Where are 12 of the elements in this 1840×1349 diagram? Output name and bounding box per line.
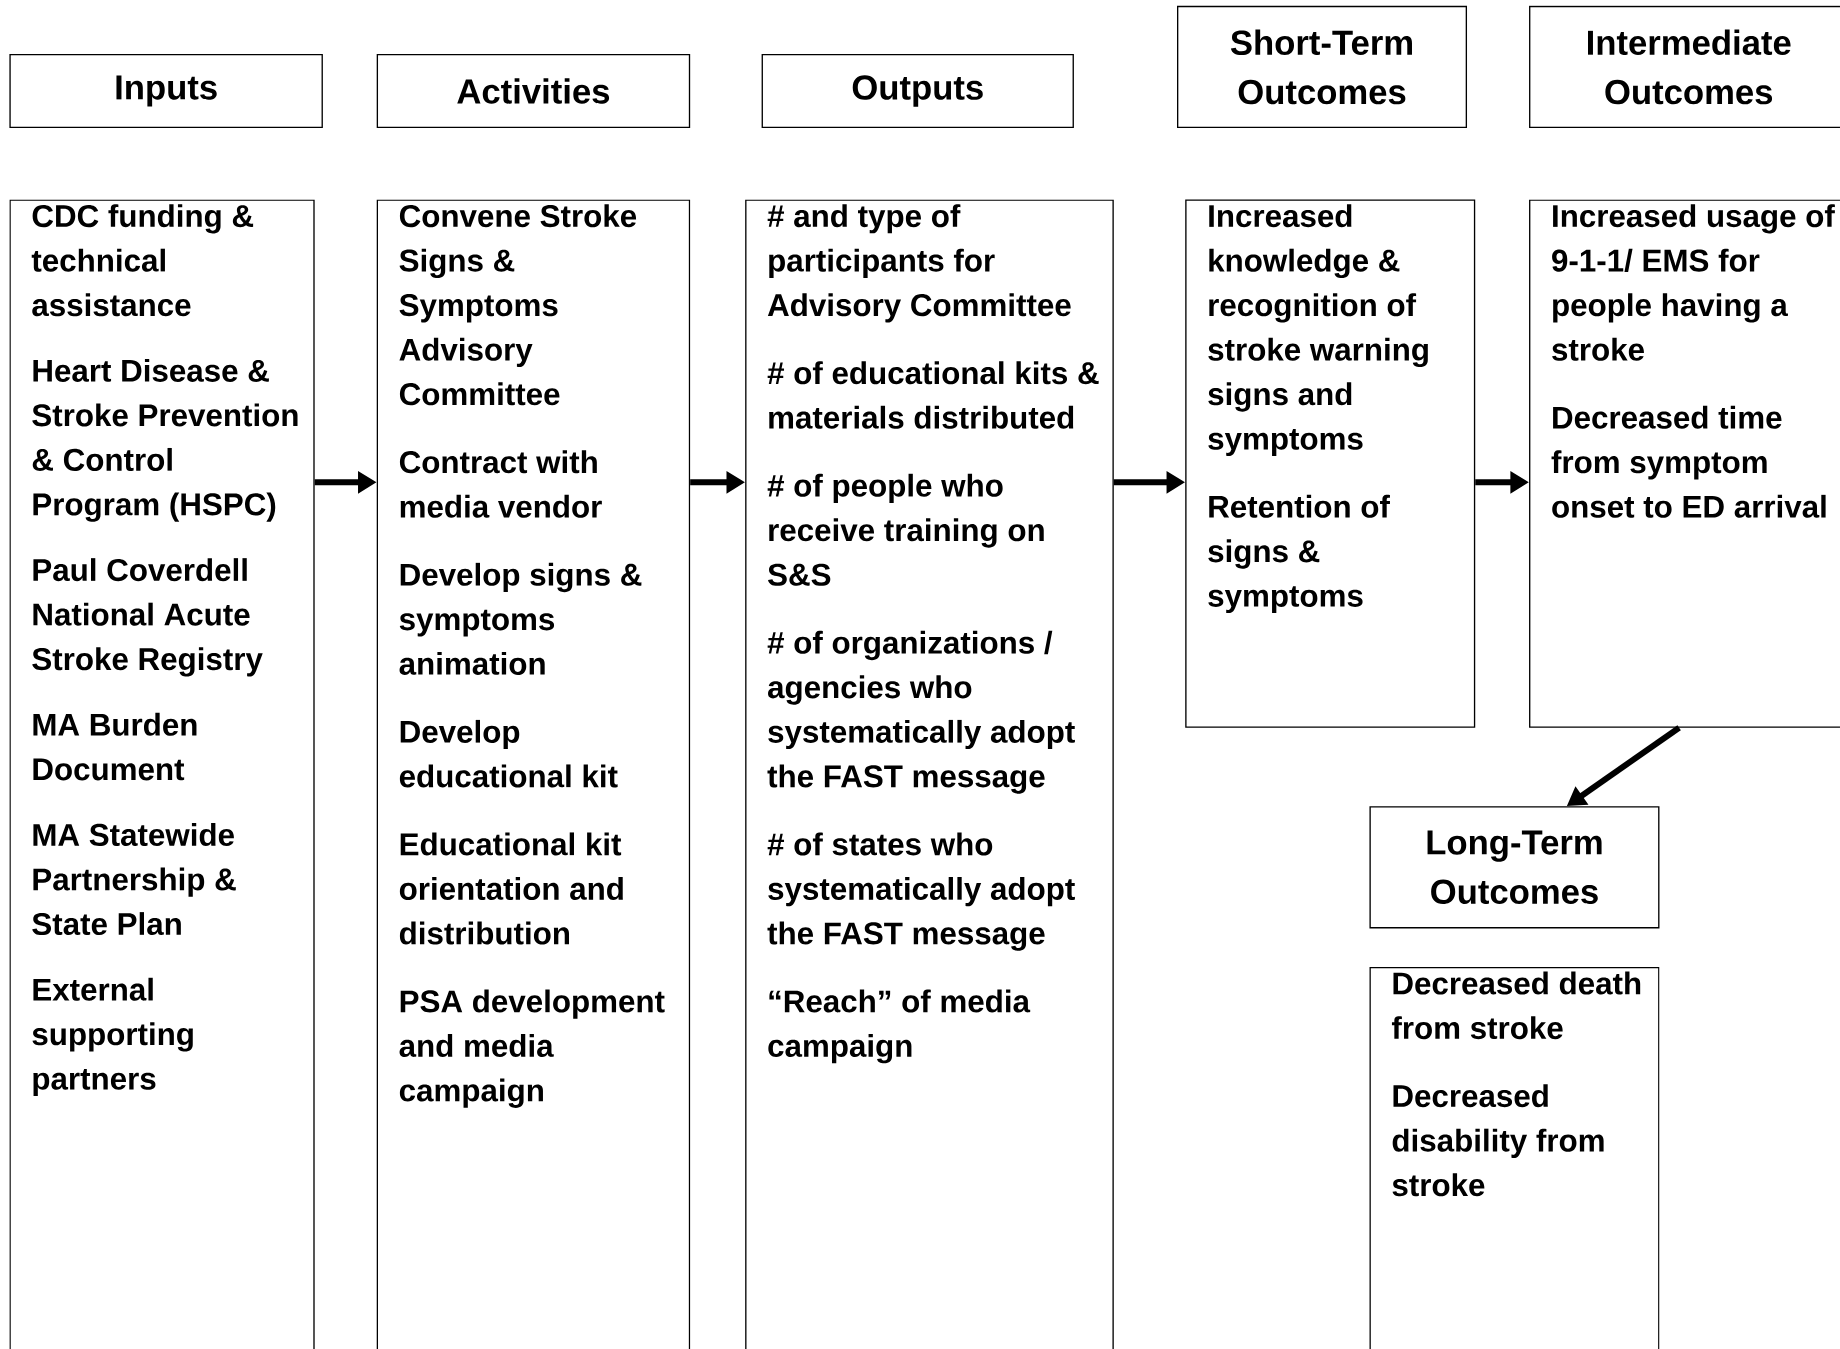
- content-box: CDC funding & technical assistance Heart Disease & Stroke Prevention & Control Program (HSPC) Paul Coverdell National Acute Stroke Registry MA Burden Document MA Statewide Partnership & State Plan External supporting partners: [9, 199, 315, 1349]
- header-box: Inputs: [9, 53, 323, 128]
- content-box: # and type of participants for Advisory Committee # of educational kits & materials distributed # of people who receive training on S&S # of organizations / agencies who systematically adopt the FAST message # of states who systematically adopt the FAST message “Reach” of media campaign: [745, 199, 1114, 1349]
- content-box: Increased knowledge & recognition of stroke warning signs and symptoms Retention of signs & symptoms: [1185, 199, 1476, 728]
- header-box: Long-Term Outcomes: [1369, 805, 1660, 929]
- header-box: Intermediate Outcomes: [1529, 5, 1840, 128]
- content-box: Decreased death from stroke Decreased disability from stroke: [1369, 966, 1660, 1349]
- content-box: Convene Stroke Signs & Symptoms Advisory Committee Contract with media vendor Develop signs & symptoms animation Develop educational kit Educational kit orientation and distribution PSA development and media campaign: [376, 199, 691, 1349]
- header-box: Outputs: [761, 53, 1074, 128]
- header-box: Activities: [376, 53, 691, 128]
- content-box: Increased usage of 9-1-1/ EMS for people having a stroke Decreased time from symptom onset to ED arrival: [1529, 199, 1840, 728]
- header-box: Short-Term Outcomes: [1177, 5, 1467, 128]
